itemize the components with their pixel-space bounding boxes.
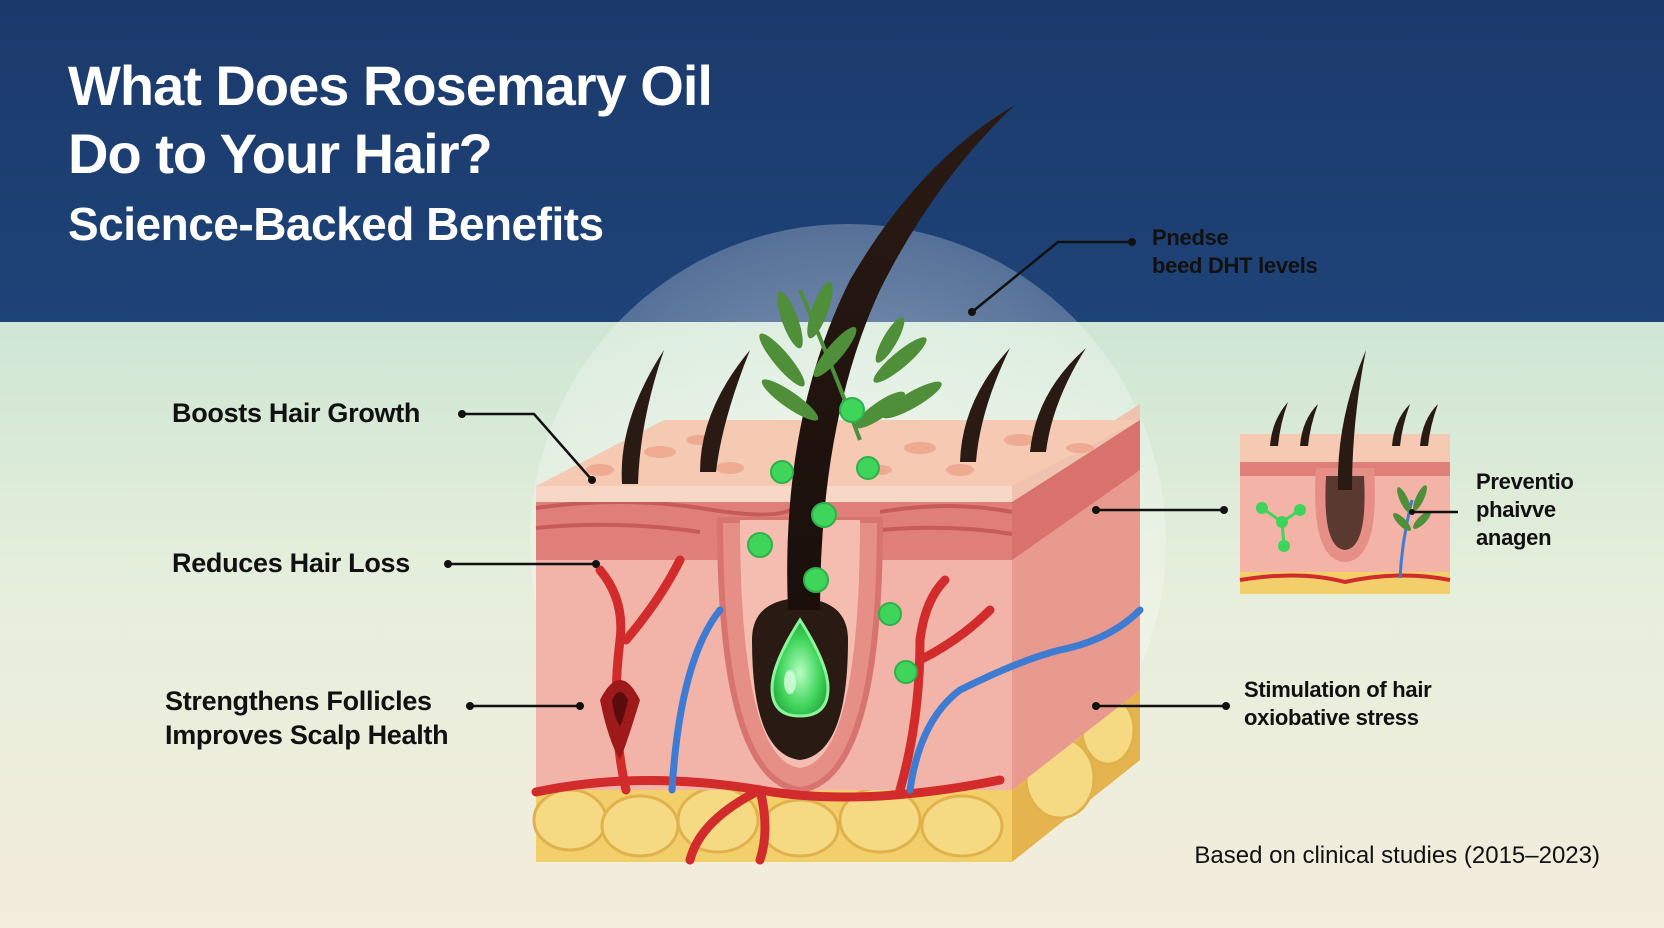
page-title: What Does Rosemary Oil Do to Your Hair?: [68, 54, 713, 185]
hair-strands: [621, 348, 1086, 484]
inset-follicle-diagram: [1239, 350, 1451, 594]
oil-bubbles: [747, 397, 918, 684]
callout-reduces-hair-loss: Reduces Hair Loss: [172, 548, 410, 578]
footnote-source: Based on clinical studies (2015–2023): [1194, 842, 1600, 869]
callout-stimulation: Stimulation of hair oxiobative stress: [1244, 677, 1432, 730]
rosemary-sprig-icon: [759, 281, 942, 441]
callout-strengthens-follicles: Strengthens Follicles Improves Scalp Hea…: [165, 686, 449, 750]
skin-surface: [536, 420, 1140, 486]
callout-boosts-hair-growth: Boosts Hair Growth: [172, 398, 421, 428]
callout-top-right: Pnedse beed DHT levels: [1152, 225, 1318, 278]
callout-inset-right: Preventio phaivve anagen: [1476, 469, 1574, 550]
page-subtitle: Science-Backed Benefits: [68, 198, 604, 250]
vein: [668, 606, 1144, 794]
oil-droplet-icon: [770, 617, 830, 718]
leader-dots: [444, 238, 1415, 710]
leader-lines: [448, 240, 1458, 708]
